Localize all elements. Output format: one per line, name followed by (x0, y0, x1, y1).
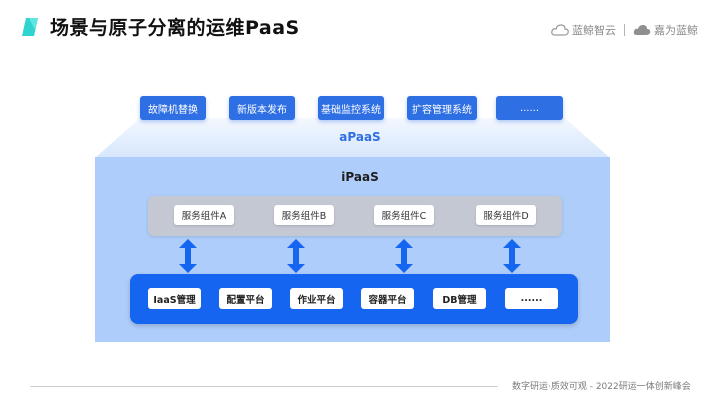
service-component-c[interactable]: 服务组件C (374, 205, 434, 225)
service-component-d[interactable]: 服务组件D (476, 205, 536, 225)
logo-jiawei: 嘉为蓝鲸 (633, 22, 698, 38)
apaas-item-more[interactable]: ...... (496, 96, 563, 120)
brand-logos: 蓝鲸智云 嘉为蓝鲸 (551, 22, 698, 38)
apaas-item-monitoring[interactable]: 基础监控系统 (318, 96, 384, 120)
platform-container[interactable]: 容器平台 (361, 288, 414, 309)
platform-bar (130, 274, 578, 324)
platform-config[interactable]: 配置平台 (219, 288, 272, 309)
apaas-label: aPaaS (339, 130, 381, 144)
platform-job[interactable]: 作业平台 (290, 288, 343, 309)
footer-text: 数字研运·质效可观 - 2022研运一体创新峰会 (512, 382, 691, 392)
cloud-icon (551, 24, 569, 36)
service-component-b[interactable]: 服务组件B (274, 205, 334, 225)
logo-lanjing: 蓝鲸智云 (551, 22, 616, 38)
double-arrow-icon (503, 239, 521, 273)
platform-db[interactable]: DB管理 (433, 288, 486, 309)
title-accent-icon (22, 18, 38, 36)
double-arrow-icon (287, 239, 305, 273)
logo-divider (624, 24, 625, 36)
service-component-a[interactable]: 服务组件A (174, 205, 234, 225)
platform-more[interactable]: ...... (505, 288, 558, 309)
footer-divider (30, 386, 498, 387)
double-arrow-icon (395, 239, 413, 273)
double-arrow-icon (179, 239, 197, 273)
apaas-item-release[interactable]: 新版本发布 (229, 96, 295, 120)
logo-left-text: 蓝鲸智云 (572, 24, 616, 37)
platform-iaas[interactable]: IaaS管理 (148, 288, 201, 309)
logo-right-text: 嘉为蓝鲸 (654, 24, 698, 37)
apaas-item-fault-replace[interactable]: 故障机替换 (140, 96, 206, 120)
cloud-logo-icon (633, 25, 651, 35)
apaas-item-scaling[interactable]: 扩容管理系统 (407, 96, 477, 120)
ipaas-label: iPaaS (341, 170, 379, 184)
apaas-trapezoid (95, 118, 610, 158)
page-title: 场景与原子分离的运维PaaS (50, 17, 300, 39)
